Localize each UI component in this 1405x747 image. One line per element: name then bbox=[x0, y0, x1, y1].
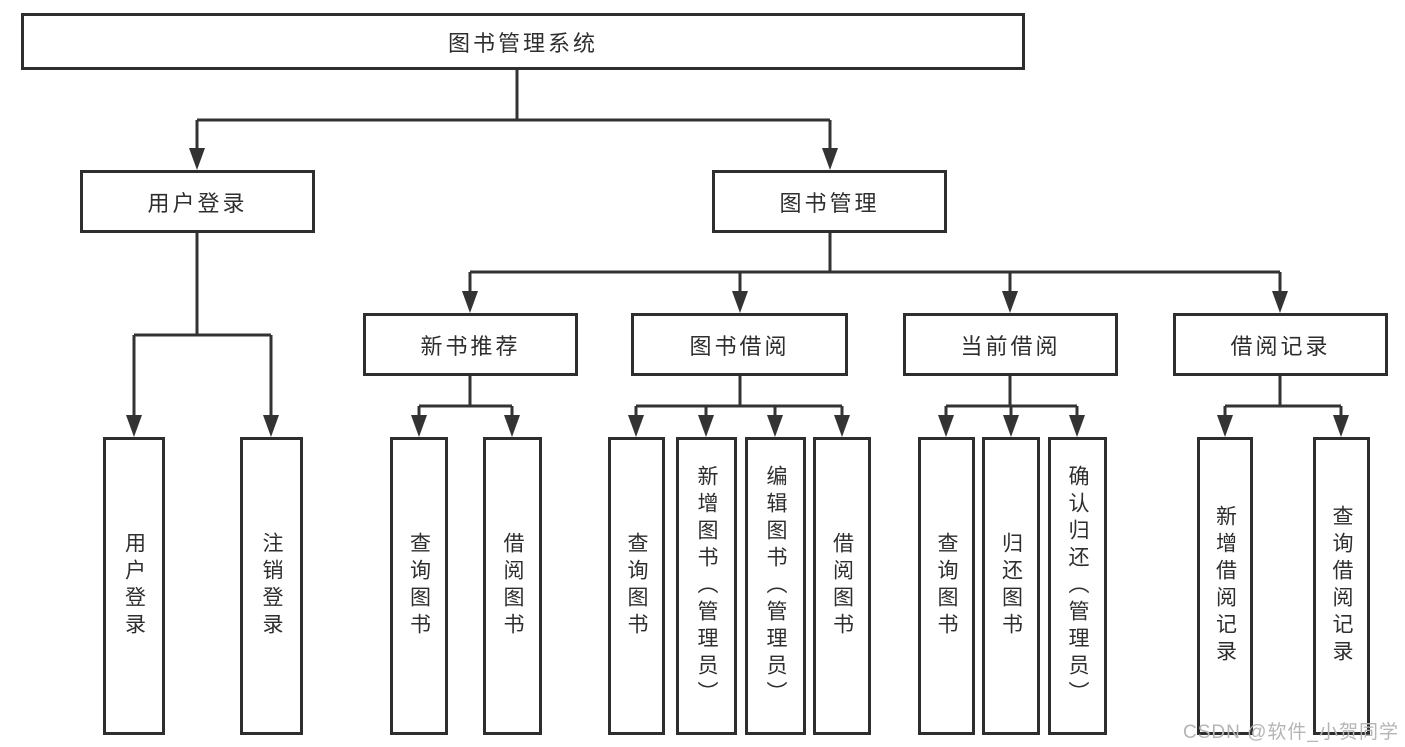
node-current-borrow-label: 当前借阅 bbox=[960, 333, 1061, 359]
node-book-mgmt-label: 图书管理 bbox=[779, 190, 880, 216]
node-root: 图书管理系统 bbox=[21, 13, 1025, 70]
leaf-confirm-return-admin-label: 确认归还（管理员） bbox=[1066, 464, 1089, 708]
node-book-borrow-label: 图书借阅 bbox=[689, 333, 790, 359]
leaf-query-borrow-record: 查询借阅记录 bbox=[1313, 437, 1370, 735]
watermark: CSDN @软件_小贺同学 bbox=[1183, 722, 1399, 743]
node-borrow-records-label: 借阅记录 bbox=[1230, 333, 1331, 359]
leaf-logout-label: 注销登录 bbox=[260, 532, 283, 640]
leaf-add-book-admin-label: 新增图书（管理员） bbox=[695, 464, 718, 708]
node-user-login-label: 用户登录 bbox=[147, 190, 248, 216]
leaf-edit-book-admin-label: 编辑图书（管理员） bbox=[764, 464, 787, 708]
leaf-query-books-1-label: 查询图书 bbox=[407, 532, 431, 640]
leaf-borrow-books-1: 借阅图书 bbox=[483, 437, 542, 735]
node-root-label: 图书管理系统 bbox=[447, 30, 598, 56]
node-book-mgmt: 图书管理 bbox=[712, 170, 947, 233]
node-current-borrow: 当前借阅 bbox=[903, 313, 1118, 376]
leaf-borrow-books-2: 借阅图书 bbox=[813, 437, 871, 735]
leaf-user-login-label: 用户登录 bbox=[122, 532, 146, 640]
node-new-book-rec-label: 新书推荐 bbox=[420, 333, 521, 359]
leaf-query-books-2: 查询图书 bbox=[608, 437, 665, 735]
leaf-add-book-admin: 新增图书（管理员） bbox=[676, 437, 737, 735]
node-book-borrow: 图书借阅 bbox=[631, 313, 848, 376]
leaf-edit-book-admin: 编辑图书（管理员） bbox=[745, 437, 806, 735]
leaf-add-borrow-record-label: 新增借阅记录 bbox=[1213, 505, 1237, 667]
leaf-return-book: 归还图书 bbox=[982, 437, 1040, 735]
leaf-confirm-return-admin: 确认归还（管理员） bbox=[1048, 437, 1107, 735]
leaf-user-login: 用户登录 bbox=[103, 437, 165, 735]
leaf-query-borrow-record-label: 查询借阅记录 bbox=[1330, 505, 1353, 667]
leaf-query-books-3-label: 查询图书 bbox=[935, 532, 958, 640]
leaf-borrow-books-2-label: 借阅图书 bbox=[830, 532, 854, 640]
leaf-return-book-label: 归还图书 bbox=[999, 532, 1023, 640]
node-borrow-records: 借阅记录 bbox=[1173, 313, 1388, 376]
leaf-borrow-books-1-label: 借阅图书 bbox=[501, 532, 524, 640]
node-new-book-rec: 新书推荐 bbox=[363, 313, 578, 376]
leaf-query-books-2-label: 查询图书 bbox=[625, 532, 648, 640]
node-user-login: 用户登录 bbox=[80, 170, 315, 233]
leaf-add-borrow-record: 新增借阅记录 bbox=[1197, 437, 1253, 735]
leaf-logout: 注销登录 bbox=[240, 437, 303, 735]
leaf-query-books-3: 查询图书 bbox=[918, 437, 975, 735]
leaf-query-books-1: 查询图书 bbox=[390, 437, 448, 735]
